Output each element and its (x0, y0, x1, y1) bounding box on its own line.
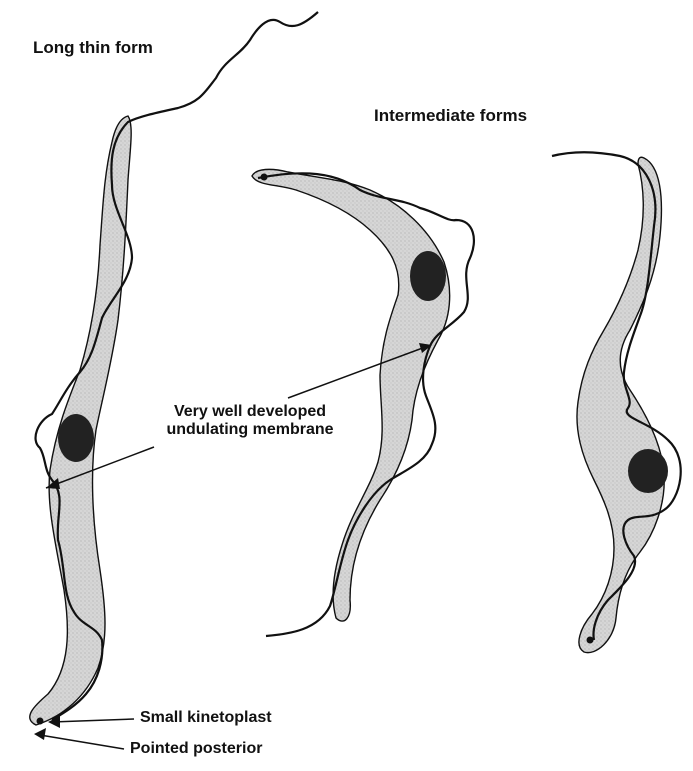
intermediate-form-2-kinetoplast (587, 637, 594, 644)
long-thin-form-kinetoplast (37, 718, 44, 725)
label-undulating-membrane: Very well developed undulating membrane (150, 403, 350, 440)
label-membrane-line-2: undulating membrane (150, 421, 350, 439)
long-thin-form-nucleus (58, 414, 94, 462)
kinetoplast-pointer (52, 719, 134, 722)
intermediate-form-2-nucleus (628, 449, 668, 493)
label-long-thin-form: Long thin form (33, 38, 153, 58)
label-small-kinetoplast: Small kinetoplast (140, 709, 272, 727)
label-pointed-posterior: Pointed posterior (130, 740, 262, 758)
intermediate-form-2-cell (552, 152, 681, 652)
label-intermediate-forms: Intermediate forms (374, 106, 527, 126)
intermediate-form-1-body (252, 169, 450, 621)
posterior-pointer (40, 735, 124, 749)
intermediate-form-1-nucleus (410, 251, 446, 301)
intermediate-form-1-kinetoplast (261, 174, 268, 181)
posterior-pointer-arrowhead (34, 728, 46, 740)
label-membrane-line-1: Very well developed (150, 403, 350, 421)
long-thin-form-cell (30, 12, 318, 725)
intermediate-form-2-body (577, 157, 664, 652)
